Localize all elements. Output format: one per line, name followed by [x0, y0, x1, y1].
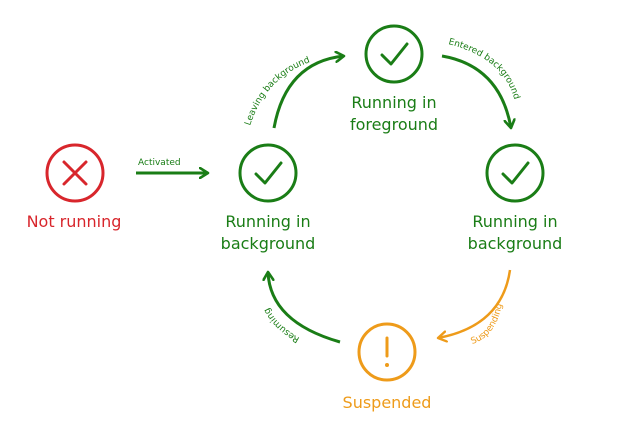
edge-leaving-background: Leaving background [243, 55, 344, 129]
foreground-line2: foreground [350, 115, 438, 134]
edge-entered-background: Entered background [441, 37, 521, 128]
entered-background-arrow [441, 54, 511, 128]
state-suspended: Suspended [343, 322, 432, 412]
edge-suspending: Suspending [438, 269, 512, 347]
suspended-label: Suspended [343, 393, 432, 412]
exclamation-icon [357, 322, 417, 382]
state-running-background-left: Running in background [221, 143, 316, 253]
edge-resuming: Resuming [262, 272, 341, 344]
not-running-label: Not running [27, 212, 122, 231]
checkmark-icon [238, 143, 298, 203]
edge-activated: Activated [136, 158, 208, 173]
suspending-arrow [438, 269, 512, 338]
background-right-line1: Running in [472, 212, 557, 231]
background-left-line2: background [221, 234, 316, 253]
checkmark-icon [364, 24, 424, 84]
background-left-line1: Running in [225, 212, 310, 231]
leaving-background-arrow [272, 56, 344, 129]
resuming-arrow [268, 272, 341, 344]
resuming-label: Resuming [262, 306, 301, 344]
foreground-line1: Running in [351, 93, 436, 112]
checkmark-icon [485, 143, 545, 203]
background-right-line2: background [468, 234, 563, 253]
x-mark-icon [45, 143, 105, 203]
activated-label: Activated [138, 158, 181, 168]
state-not-running: Not running [27, 143, 122, 231]
state-running-background-right: Running in background [468, 143, 563, 253]
entered-background-label: Entered background [447, 37, 521, 100]
state-running-foreground: Running in foreground [350, 24, 438, 134]
